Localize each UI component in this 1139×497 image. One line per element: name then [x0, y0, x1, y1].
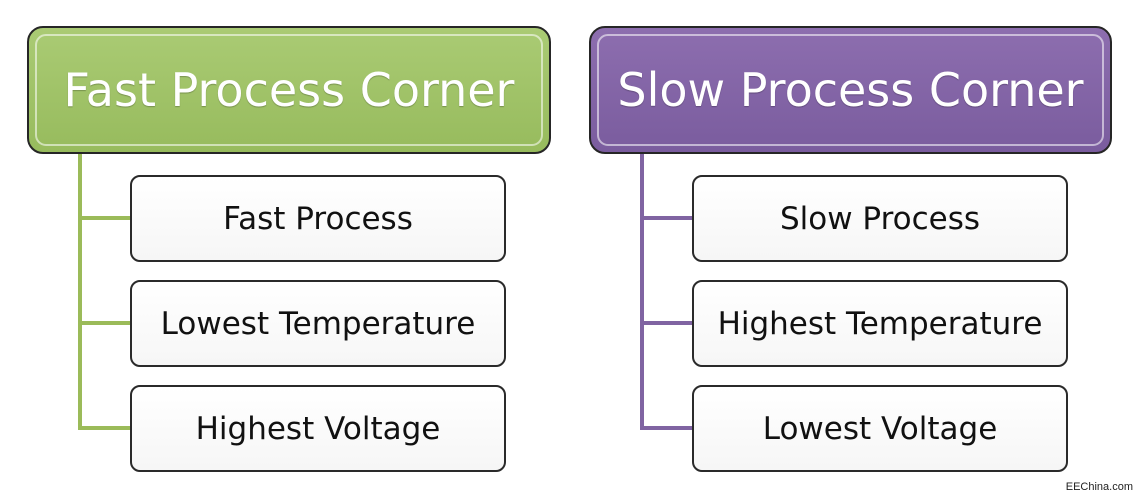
slow-corner-header: Slow Process Corner — [589, 26, 1112, 154]
fast-item-process: Fast Process — [130, 175, 506, 262]
fast-connector-branch-2 — [78, 321, 132, 325]
watermark: EEChina.com — [1065, 481, 1133, 493]
fast-item-temperature-label: Lowest Temperature — [160, 305, 476, 342]
fast-connector-branch-1 — [78, 216, 132, 220]
fast-connector-vertical — [78, 154, 82, 430]
slow-connector-branch-1 — [640, 216, 694, 220]
fast-item-voltage-label: Highest Voltage — [195, 410, 441, 447]
slow-item-temperature-label: Highest Temperature — [717, 305, 1043, 342]
slow-item-process-label: Slow Process — [779, 200, 981, 237]
fast-corner-header: Fast Process Corner — [27, 26, 551, 154]
slow-connector-vertical — [640, 154, 644, 430]
slow-item-voltage-label: Lowest Voltage — [762, 410, 998, 447]
fast-item-voltage: Highest Voltage — [130, 385, 506, 472]
slow-item-voltage: Lowest Voltage — [692, 385, 1068, 472]
fast-item-temperature: Lowest Temperature — [130, 280, 506, 367]
fast-item-process-label: Fast Process — [223, 200, 413, 237]
fast-corner-title: Fast Process Corner — [63, 63, 515, 117]
slow-item-process: Slow Process — [692, 175, 1068, 262]
slow-corner-title: Slow Process Corner — [617, 63, 1084, 117]
fast-connector-branch-3 — [78, 426, 132, 430]
slow-item-temperature: Highest Temperature — [692, 280, 1068, 367]
slow-connector-branch-2 — [640, 321, 694, 325]
slow-connector-branch-3 — [640, 426, 694, 430]
